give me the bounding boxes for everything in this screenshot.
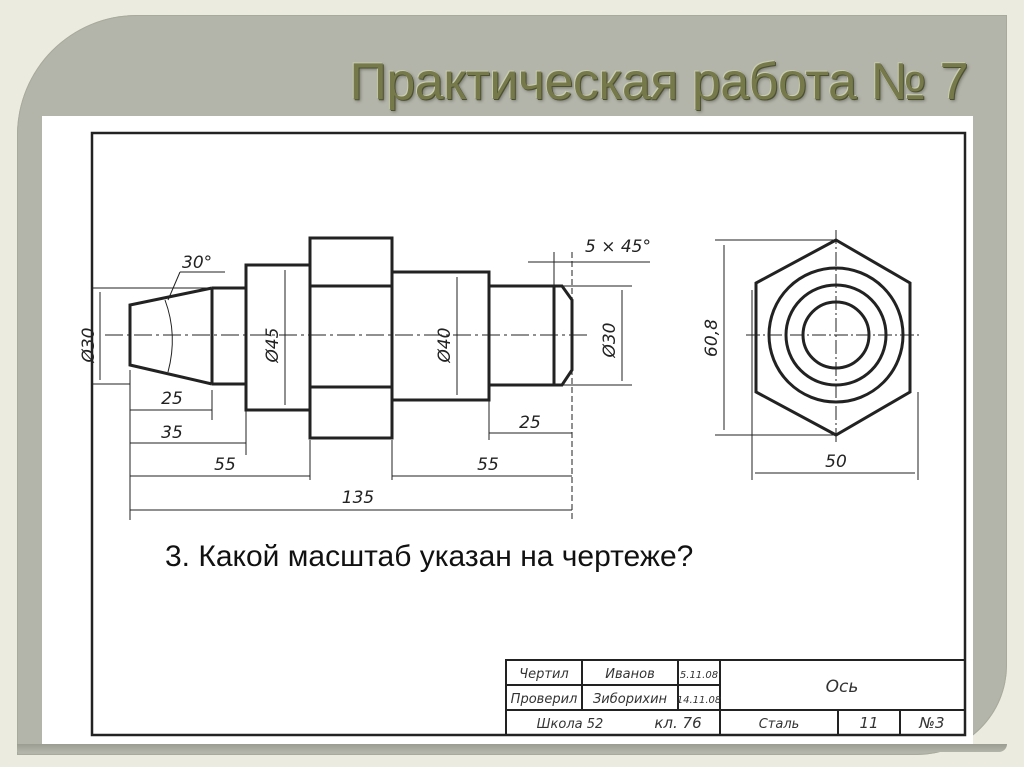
dim-len-35: 35	[161, 423, 183, 443]
dim-dia-mid: Ø40	[435, 327, 455, 363]
tb-sheet-no: №3	[918, 714, 944, 732]
dim-len-total: 135	[342, 488, 374, 508]
dim-chamfer: 5 × 45°	[585, 237, 651, 257]
dim-dia-right: Ø30	[600, 322, 620, 358]
tb-checked-name: Зиборихин	[593, 692, 668, 707]
dim-angle: 30°	[182, 253, 212, 273]
tb-checked-label: Проверил	[511, 692, 578, 707]
slide-title: Практическая работа № 7	[349, 53, 969, 111]
dim-dia-collar: Ø45	[263, 327, 283, 363]
dim-len-cone: 25	[161, 389, 183, 409]
tb-material: Сталь	[759, 717, 800, 732]
slide-bottom-shade	[17, 744, 1007, 752]
drawing-sheet: 30° 5 × 45° Ø30 Ø45 Ø40 Ø30 25 35 55 25 …	[42, 116, 973, 744]
tb-drew-name: Иванов	[605, 667, 654, 682]
technical-drawing: 30° 5 × 45° Ø30 Ø45 Ø40 Ø30 25 35 55 25 …	[79, 131, 967, 737]
tb-school: Школа 52	[537, 717, 604, 732]
question-text: 3. Какой масштаб указан на чертеже?	[165, 540, 694, 573]
tb-number: 11	[859, 714, 878, 732]
dim-hex-width: 50	[825, 452, 847, 472]
tb-checked-date: 14.11.08	[677, 695, 722, 706]
tb-drew-date: 5.11.08	[680, 670, 718, 681]
tb-drew-label: Чертил	[519, 667, 569, 682]
dim-len-right-25: 25	[519, 413, 541, 433]
dim-hex-height: 60,8	[702, 319, 722, 357]
dim-len-right-55: 55	[477, 455, 499, 475]
tb-part-name: Ось	[826, 677, 859, 697]
tb-class: кл. 76	[654, 714, 701, 732]
dim-len-left-55: 55	[214, 455, 236, 475]
dim-dia-left: Ø30	[79, 327, 99, 363]
